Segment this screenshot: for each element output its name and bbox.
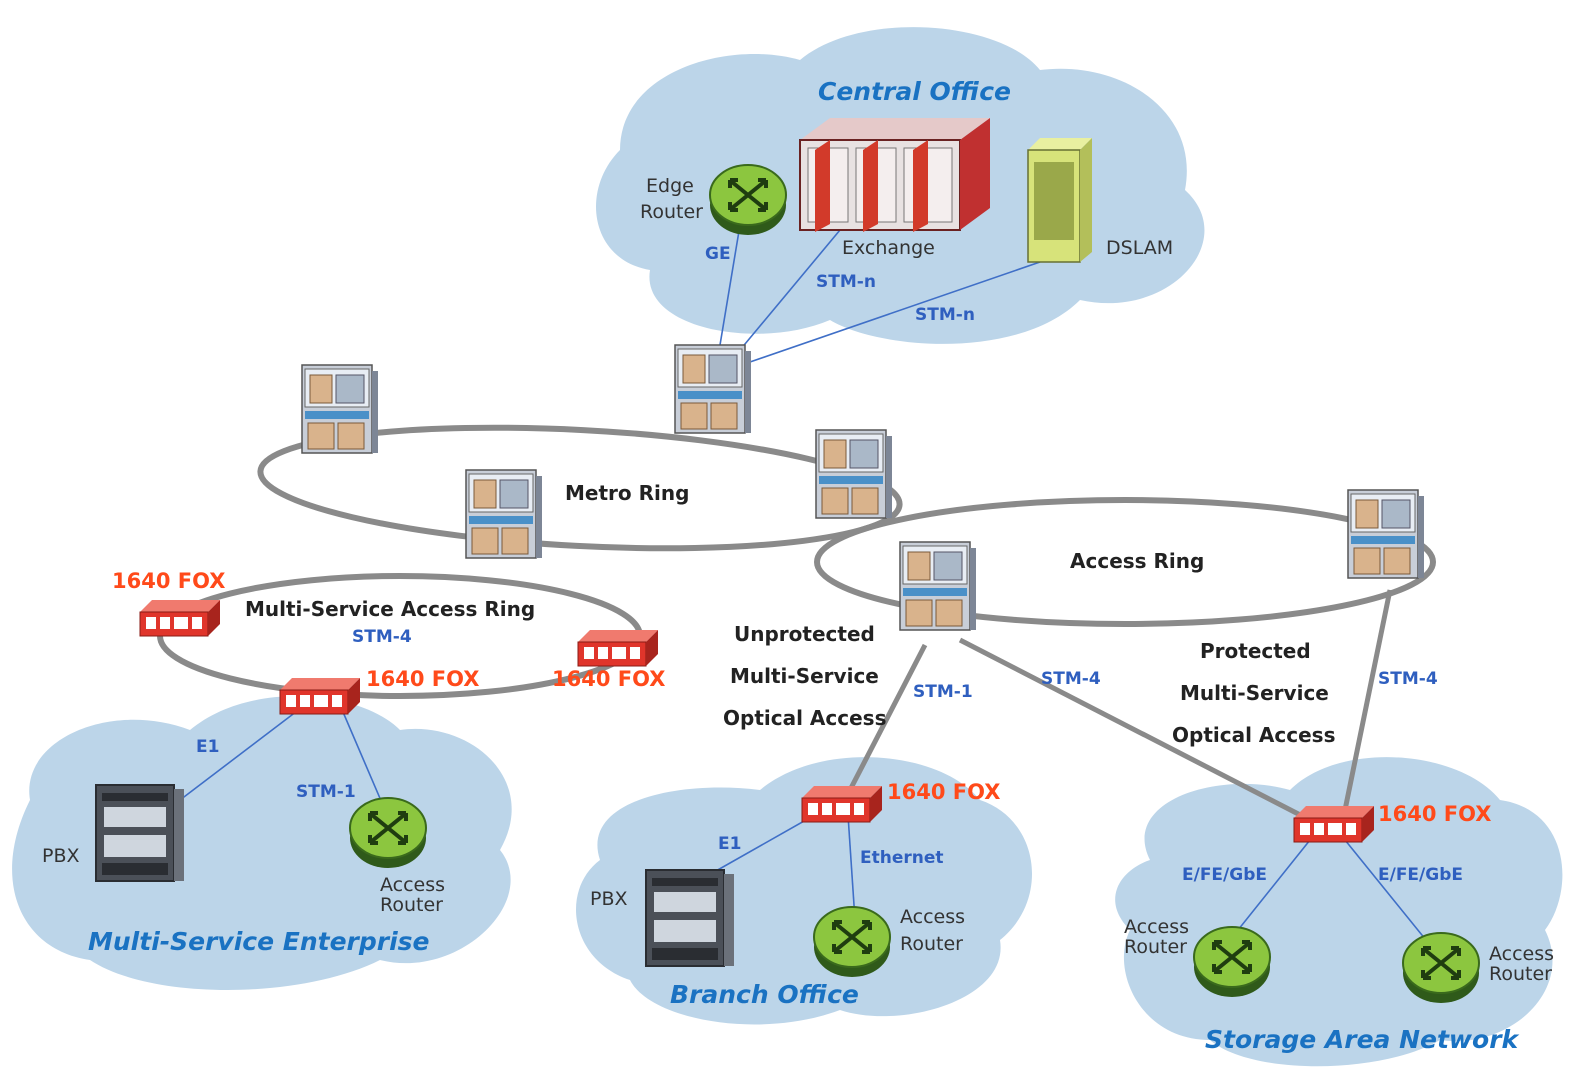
access-node-2 [1347, 489, 1425, 579]
protected-note-line3: Optical Access [1172, 723, 1335, 747]
efe-gbe-link-right [1344, 839, 1431, 946]
efe-gbe-link-left [1229, 839, 1311, 941]
stm-1-link-enterprise [339, 704, 386, 811]
fox-label-1: 1640 FOX [112, 569, 225, 593]
stm-4-label-protected: STM-4 [1378, 669, 1438, 689]
access-ring-label: Access Ring [1070, 549, 1204, 573]
unprotected-note-line2: Multi-Service [730, 664, 879, 688]
access-router-icon-enterprise [348, 796, 428, 870]
stm-n-link-dslam [749, 261, 1041, 363]
metro-node-2 [674, 344, 752, 434]
stm-4-link-protected [1342, 589, 1393, 811]
pbx-icon-enterprise [95, 784, 185, 882]
exchange-icon [799, 118, 990, 232]
protected-note-line1: Protected [1200, 639, 1311, 663]
stm-n-link-exchange [739, 229, 841, 351]
access-router-icon-san-right [1401, 931, 1481, 1005]
ge-link [719, 224, 741, 346]
pbx-label-branch: PBX [590, 888, 628, 910]
e1-label-branch: E1 [718, 834, 741, 854]
storage-area-network-title: Storage Area Network [1205, 1025, 1520, 1054]
enterprise-cloud [12, 696, 512, 990]
dslam-label: DSLAM [1106, 237, 1173, 259]
metro-node-1 [301, 364, 379, 454]
edge-router-label-line1: Edge [646, 175, 694, 197]
access-router-label-san-left-line2: Router [1124, 936, 1187, 958]
fox-unit-3 [279, 677, 361, 715]
stm-4-link-san [958, 637, 1312, 823]
ethernet-link-branch [847, 814, 856, 921]
efe-gbe-label-right: E/FE/GbE [1378, 865, 1463, 885]
access-router-label-branch-line2: Router [900, 933, 963, 955]
central-office-title: Central Office [818, 77, 1011, 106]
stm-1-label-enterprise: STM-1 [296, 782, 356, 802]
storage-cloud [1115, 757, 1563, 1067]
exchange-label: Exchange [842, 237, 935, 259]
fox-unit-5 [1293, 805, 1375, 843]
e1-label-enterprise: E1 [196, 737, 219, 757]
fox-unit-1 [139, 599, 221, 637]
dslam-icon [1027, 138, 1092, 263]
fox-label-5: 1640 FOX [1378, 802, 1491, 826]
metro-node-3 [465, 469, 543, 559]
ethernet-label: Ethernet [860, 848, 944, 868]
unprotected-note-line3: Optical Access [723, 706, 886, 730]
fox-unit-2 [577, 629, 659, 667]
ge-link-label: GE [705, 244, 731, 264]
access-ring [814, 497, 1436, 627]
access-router-label-san-right-line1: Access [1489, 943, 1554, 965]
stm-n-label-2: STM-n [915, 305, 975, 325]
access-router-label-branch-line1: Access [900, 906, 965, 928]
access-router-label-enterprise-line1: Access [380, 874, 445, 896]
access-node-1 [899, 541, 977, 631]
pbx-label-enterprise: PBX [42, 845, 80, 867]
unprotected-note-line1: Unprotected [734, 622, 875, 646]
fox-label-4: 1640 FOX [887, 780, 1000, 804]
protected-note-line2: Multi-Service [1180, 681, 1329, 705]
multi-service-enterprise-title: Multi-Service Enterprise [88, 927, 430, 956]
efe-gbe-label-left: E/FE/GbE [1182, 865, 1267, 885]
access-router-label-enterprise-line2: Router [380, 894, 443, 916]
metro-ring [257, 424, 903, 552]
pbx-icon-branch [645, 869, 735, 967]
stm-4-label-san: STM-4 [1041, 669, 1101, 689]
access-router-icon-branch [812, 905, 892, 979]
access-router-icon-san-left [1192, 925, 1272, 999]
e1-link-branch [699, 811, 821, 881]
metro-ring-label: Metro Ring [565, 481, 689, 505]
stm-4-label-ring: STM-4 [352, 627, 412, 647]
metro-node-4 [815, 429, 893, 519]
stm-1-label-branch: STM-1 [913, 682, 973, 702]
stm-n-label-1: STM-n [816, 272, 876, 292]
branch-office-title: Branch Office [670, 980, 859, 1009]
fox-label-2: 1640 FOX [366, 667, 479, 691]
e1-link-enterprise [179, 704, 306, 801]
edge-router-label-line2: Router [640, 201, 703, 223]
fox-unit-4 [801, 785, 883, 823]
multi-service-ring-label: Multi-Service Access Ring [245, 597, 535, 621]
fox-label-3: 1640 FOX [552, 667, 665, 691]
edge-router-icon [708, 163, 788, 237]
access-router-label-san-right-line2: Router [1489, 963, 1552, 985]
access-router-label-san-left-line1: Access [1124, 916, 1189, 938]
stm-1-link-branch [847, 643, 928, 792]
